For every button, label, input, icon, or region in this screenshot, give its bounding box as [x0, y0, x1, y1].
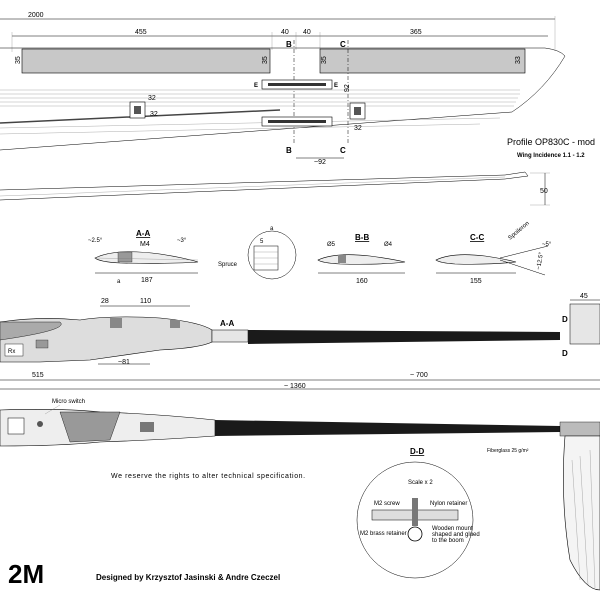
section-cc-title: C-C [470, 233, 484, 242]
spar-c-dim: 32 [354, 125, 362, 132]
bb-d2: Ø4 [384, 242, 393, 248]
detail-d-d: D-D Scale x 2 M2 screw Nylon retainer M2… [356, 447, 480, 579]
cc-angle1: ~5° [542, 242, 552, 248]
section-aa-title: A-A [136, 229, 150, 238]
mark-aa: A-A [220, 319, 234, 328]
bb-chord: 160 [356, 278, 368, 285]
dd-title: D-D [410, 447, 424, 456]
cc-chord: 155 [470, 278, 482, 285]
dim-1360: ~ 1360 [284, 383, 306, 390]
bb-d1: Ø5 [327, 242, 336, 248]
spoileron-label: Spoileron [507, 221, 530, 242]
angle-left: ~2.5° [88, 238, 103, 244]
wing-outline [0, 47, 566, 151]
section-a-a: A-A ~2.5° ~3° M4 a 187 [88, 229, 199, 285]
micro-switch-label: Micro switch [52, 399, 85, 405]
span-dim: 2000 [28, 12, 44, 19]
spar-a-dim: 32 [148, 95, 156, 102]
wing-incidence: Wing Incidence 1.1 - 1.2 [517, 153, 585, 159]
logo-2m: 2M [8, 559, 44, 589]
section-c-c: C-C Spoileron ~5° ~12.5° 155 [435, 221, 552, 285]
left-panel-dim: 455 [135, 29, 147, 36]
dim-28: 28 [101, 298, 109, 305]
mark-e1: E [254, 83, 258, 89]
m2-screw: M2 screw [374, 501, 400, 507]
fin [563, 435, 600, 591]
left-height-dim: 35 [15, 56, 22, 64]
right-height-dim: 33 [515, 56, 522, 64]
fuselage-side-view: 28 110 Rx A-A 45 D D ~81 515 ~ 700 ~ 136… [0, 293, 600, 390]
wooden-mount-2: shaped and glued [432, 532, 480, 538]
spruce-label: Spruce [218, 262, 238, 268]
mark-d-top: D [562, 315, 568, 324]
center-height-dim: 92 [344, 84, 351, 92]
label-a: a [117, 279, 121, 285]
dim-515: 515 [32, 372, 44, 379]
bottom-offset-dim: ~92 [314, 159, 326, 166]
section-c-bottom: C [340, 146, 346, 155]
section-c-top: C [340, 40, 346, 49]
section-bb-title: B-B [355, 233, 369, 242]
cc-angle2: ~12.5° [536, 251, 545, 270]
aa-chord: 187 [141, 277, 153, 284]
nylon-retainer: Nylon retainer [430, 501, 467, 507]
mark-e2: E [334, 83, 338, 89]
dim-45: 45 [580, 293, 588, 300]
wooden-mount-3: to the boom [432, 538, 464, 544]
boom-top [215, 420, 560, 436]
scale-label: Scale x 2 [408, 480, 433, 486]
dihedral-dim: 50 [540, 188, 548, 195]
right-panel-dim: 365 [410, 29, 422, 36]
wing-front-view: 50 [0, 171, 550, 206]
section-b-top: B [286, 40, 292, 49]
fiberglass-label: Fiberglass 25 g/m² [487, 448, 529, 454]
dim-81: ~81 [118, 359, 130, 366]
mark-d-bottom: D [562, 349, 568, 358]
reserve-notice: We reserve the rights to alter technical… [111, 473, 306, 480]
brass-retainer: M2 brass retainer [360, 531, 407, 537]
section-b-b: B-B Ø5 Ø4 160 [317, 233, 406, 285]
dim-110: 110 [140, 298, 151, 305]
angle-right: ~3° [177, 238, 187, 244]
section-b-bottom: B [286, 146, 292, 155]
center-left-dim: 40 [281, 29, 289, 36]
tail-boom [248, 330, 560, 344]
center-right-dim: 40 [303, 29, 311, 36]
profile-title: Profile OP830C - mod [507, 137, 595, 147]
wooden-mount-1: Wooden mount [432, 526, 473, 532]
fuselage-top-view: Micro switch [0, 399, 600, 447]
right-aileron-panel [319, 48, 526, 74]
detail-label-a: a [270, 226, 274, 232]
rx-label: Rx [8, 349, 15, 355]
wing-top-view: 2000 455 40 40 365 35 35 35 33 B C B C [0, 12, 595, 166]
inner-left-height-dim: 35 [262, 56, 269, 64]
left-aileron-panel [21, 48, 271, 74]
inner-right-height-dim: 35 [321, 56, 328, 64]
detail-dim: 5 [260, 239, 264, 245]
designer-credit: Designed by Krzysztof Jasinski & Andre C… [96, 573, 280, 582]
spar-b-dim: 32 [150, 111, 158, 118]
screw-m4: M4 [140, 241, 150, 248]
detail-circle: a 5 Spruce [218, 226, 297, 280]
dim-700: ~ 700 [410, 372, 428, 379]
